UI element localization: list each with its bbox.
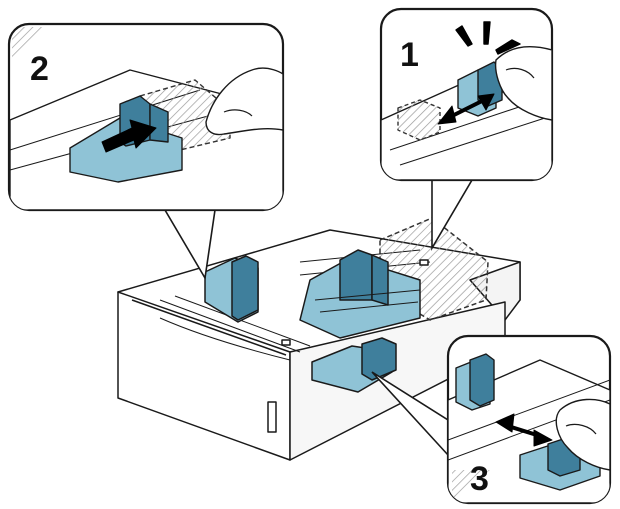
double-arrow-icon (495, 413, 553, 447)
hand-icon (494, 46, 552, 121)
callout-step-1: 1 (379, 7, 554, 182)
step-number-1: 1 (400, 36, 419, 74)
hand-icon (205, 67, 283, 136)
paper-tray (117, 217, 521, 461)
callout-step-3: 3 (446, 334, 612, 505)
step-number-3: 3 (470, 460, 489, 498)
step-number-2: 2 (30, 50, 49, 88)
hand-icon (555, 398, 610, 471)
callout-step-2: 2 (7, 22, 285, 212)
push-arrow-icon (101, 119, 157, 153)
double-arrow-icon (437, 93, 495, 125)
motion-lines-icon (455, 21, 521, 55)
ghost-guide-callout-1 (397, 99, 441, 141)
tray-handle (267, 401, 277, 433)
